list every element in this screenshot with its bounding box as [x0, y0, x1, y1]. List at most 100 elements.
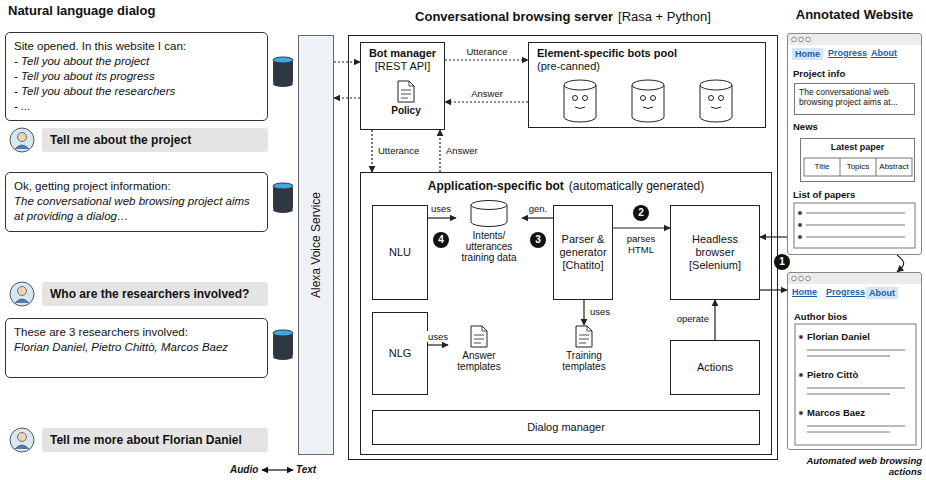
echo-device	[273, 183, 293, 213]
bot-cylinder	[575, 107, 585, 109]
node-text: Answer templates	[448, 350, 510, 372]
bot-bubble: Ok, getting project information:The conv…	[5, 172, 268, 232]
node-text: Bot manager	[361, 47, 444, 60]
database-shape	[471, 201, 507, 210]
window-titlebar	[788, 34, 921, 284]
author-list	[795, 324, 916, 445]
connector-arrow	[714, 300, 715, 340]
author-list	[799, 411, 803, 415]
nav-tab: Home	[792, 287, 817, 297]
paper-box: Latest paper	[800, 138, 915, 182]
node-text: - Tell you about its progress	[14, 69, 259, 84]
node-text: Florian Daniel, Pietro Chittò, Marcos Ba…	[14, 340, 259, 355]
database-shape	[469, 200, 509, 228]
connector-arrow	[428, 217, 456, 218]
browser-window: Author bios	[787, 272, 922, 450]
table-cell: Title	[815, 162, 830, 171]
paper-list	[798, 235, 802, 239]
node-heading: Conversational browsing server[Rasa + Py…	[349, 9, 777, 24]
node-text: NLU	[389, 246, 411, 259]
bot-cylinder	[709, 96, 714, 101]
bot-bubble: Site opened. In this website I can: - Tel…	[5, 32, 268, 121]
document-shape	[470, 325, 488, 348]
database-cylinder: Intents/ utterances training data	[456, 200, 522, 264]
component-box: NLG	[372, 312, 428, 395]
bot-bubble: These are 3 researchers involved:Florian…	[5, 318, 268, 378]
window-titlebar	[792, 276, 797, 281]
node-text: Policy	[386, 105, 426, 116]
component-box: Dialog manager	[372, 410, 760, 445]
node-text: Site opened. In this website I can:	[14, 39, 259, 54]
table-row	[804, 158, 912, 176]
column-title: Natural language dialog	[8, 3, 155, 18]
echo-device	[273, 330, 293, 360]
nav-tab: Progress	[828, 48, 867, 58]
node-text: [Rasa + Python]	[618, 9, 711, 24]
author-list	[799, 335, 803, 339]
callout-number: 3	[530, 232, 546, 248]
section-title: News	[793, 121, 818, 132]
user-bubble: Tell me about the project	[42, 128, 268, 152]
node-text: - Tell you about the researchers	[14, 84, 259, 99]
echo-device	[273, 207, 293, 213]
connector-arrow	[334, 61, 360, 62]
bot-cylinder	[643, 107, 653, 109]
node-text: Tell me more about Florian Daniel	[50, 433, 260, 447]
echo-device	[273, 186, 293, 210]
user-avatar	[15, 145, 29, 149]
bot-cylinder	[700, 85, 732, 122]
user-avatar	[10, 282, 34, 306]
document-shape	[401, 81, 414, 98]
edge-label: parses HTML	[614, 233, 668, 255]
section-title: List of papers	[793, 189, 855, 200]
bot-cylinder	[632, 85, 664, 122]
document-shape	[576, 326, 592, 347]
user-avatar	[18, 287, 27, 296]
bot-cylinder	[583, 96, 588, 101]
paper-list	[794, 203, 915, 248]
bot-cylinder	[700, 80, 732, 122]
user-avatar	[10, 128, 34, 152]
author-list	[799, 373, 803, 377]
connector-arrow	[445, 59, 528, 60]
connector-arrow	[613, 227, 670, 228]
connector-arrow	[439, 130, 440, 172]
user-avatar	[15, 445, 29, 449]
document-shape	[575, 325, 593, 348]
node-text: Alexa Voice Service	[309, 192, 323, 298]
nav-tab: Progress	[826, 287, 865, 297]
echo-device	[273, 333, 293, 357]
node-text: Training templates	[553, 350, 615, 372]
node-text: (pre-canned)	[537, 60, 757, 73]
audio-text-arrow	[262, 469, 293, 470]
document-shape	[397, 80, 415, 103]
component-box: NLU	[372, 205, 428, 300]
edge-label: uses	[427, 331, 449, 342]
node-text: Ok, getting project information:	[14, 179, 259, 194]
author-name: Marcos Baez	[807, 407, 865, 419]
document-icon: Policy	[386, 80, 426, 126]
window-titlebar	[806, 37, 811, 42]
pool-box: Element-specific bots pool(pre-canned)	[528, 42, 766, 128]
node-text: [Selenium]	[689, 259, 741, 272]
edge-label: uses	[430, 203, 452, 214]
window-titlebar	[792, 37, 797, 42]
table-row	[876, 158, 877, 176]
user-avatar	[10, 128, 34, 152]
author-list	[807, 356, 890, 357]
node-text: Dialog manager	[527, 421, 605, 434]
node-text: [REST API]	[361, 60, 444, 73]
nav-tab: About	[866, 287, 898, 299]
bot-cylinder	[564, 85, 596, 122]
document-icon: Training templates	[553, 325, 615, 387]
echo-device	[273, 60, 293, 84]
edge-label: operate	[676, 313, 710, 324]
node-text: (automatically generated)	[569, 179, 704, 193]
user-avatar	[10, 428, 34, 452]
caption-note: Automated web browsing actions	[790, 455, 922, 477]
manager-box: Policy Bot manager[REST API]	[360, 42, 445, 130]
author-list	[807, 432, 890, 433]
nav-tab: About	[871, 48, 897, 58]
author-name: Pietro Cittò	[807, 369, 858, 381]
